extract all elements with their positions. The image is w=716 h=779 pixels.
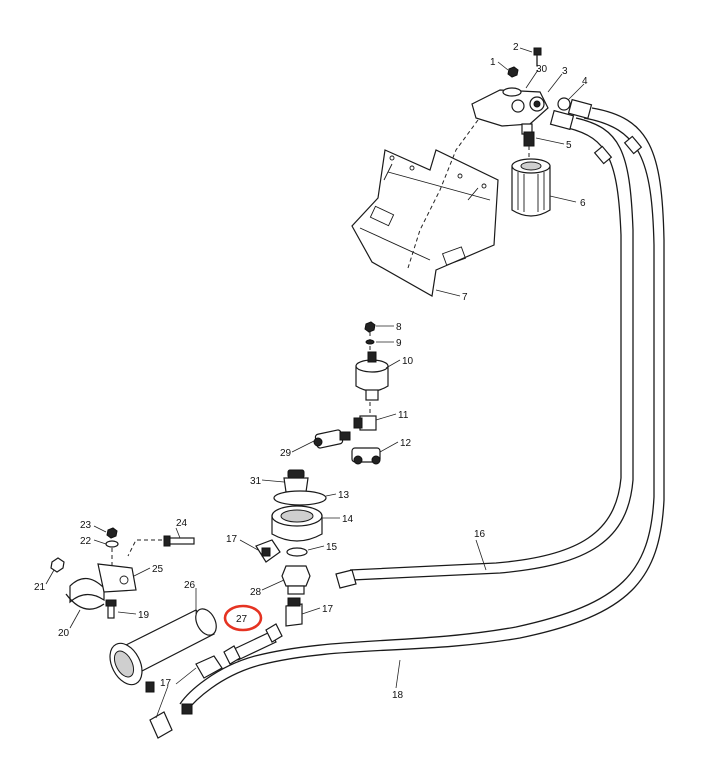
leader-lines	[45, 47, 585, 719]
hose-fittings-upper	[549, 98, 643, 165]
callout-25: 25	[152, 564, 164, 575]
callout-8: 8	[396, 322, 402, 333]
nut-23	[106, 527, 118, 539]
hose-16-end	[335, 569, 357, 589]
callout-10: 10	[402, 356, 414, 367]
callout-3: 3	[562, 66, 568, 77]
callout-12: 12	[400, 438, 412, 449]
callout-9: 9	[396, 338, 402, 349]
sender-10	[355, 351, 389, 401]
gasket-13	[273, 490, 327, 506]
elbow-17-top	[255, 539, 281, 563]
hose-16	[349, 117, 634, 581]
callout-18: 18	[392, 690, 404, 701]
tee-12	[351, 447, 381, 465]
nipple-5	[523, 131, 535, 160]
callout-26: 26	[184, 580, 196, 591]
tee-11	[353, 415, 377, 431]
cooler-26	[109, 608, 217, 693]
callout-17-c: 17	[160, 678, 172, 689]
callout-23: 23	[80, 520, 92, 531]
callout-22: 22	[80, 536, 92, 547]
callout-2: 2	[513, 42, 519, 53]
callout-27: 27	[236, 614, 248, 625]
adapter-31	[283, 469, 309, 493]
callout-7: 7	[462, 292, 468, 303]
o-ring-4	[557, 97, 571, 111]
clamp-20	[65, 577, 105, 610]
bracket-25	[97, 563, 137, 593]
highlight-circle-27	[223, 604, 263, 632]
elbow-17-mid	[285, 597, 303, 627]
oil-filter-6	[511, 158, 551, 217]
callout-24: 24	[176, 518, 188, 529]
callout-11: 11	[398, 410, 409, 421]
nut-1	[507, 66, 519, 78]
callout-16: 16	[474, 529, 486, 540]
callout-1: 1	[490, 57, 496, 68]
callout-19: 19	[138, 610, 150, 621]
callout-13: 13	[338, 490, 350, 501]
callout-28: 28	[250, 587, 262, 598]
callout-6: 6	[580, 198, 586, 209]
hose-18	[179, 107, 665, 713]
callout-14: 14	[342, 514, 354, 525]
callout-20: 20	[58, 628, 70, 639]
filter-adapter	[471, 87, 549, 135]
elbow-17-low	[149, 655, 223, 739]
nut-21	[50, 557, 65, 573]
callout-labels: 1 2 30 3 4 5 6 7 8 9 10 11 12 29 31 13 1…	[34, 42, 588, 701]
washer-22	[105, 540, 119, 548]
nut-8	[364, 321, 376, 333]
callout-30: 30	[536, 64, 548, 75]
callout-21: 21	[34, 582, 46, 593]
callout-15: 15	[326, 542, 338, 553]
bolt-19	[105, 599, 117, 619]
mount-bracket-7	[351, 149, 499, 297]
switch-29	[313, 429, 351, 449]
callout-17-a: 17	[226, 534, 238, 545]
assembly-line-top	[407, 119, 479, 269]
assembly-line-bolt24	[127, 539, 162, 557]
washer-9	[365, 339, 375, 345]
callout-29: 29	[280, 448, 292, 459]
callout-5: 5	[566, 140, 572, 151]
fitting-27	[223, 623, 283, 665]
callout-17-b: 17	[322, 604, 334, 615]
o-ring-15	[286, 547, 308, 557]
callout-31: 31	[250, 476, 262, 487]
filter-base-14	[271, 505, 323, 542]
bolt-24	[163, 535, 195, 547]
callout-4: 4	[582, 76, 588, 87]
fitting-28	[281, 565, 311, 595]
bolt-2	[533, 47, 542, 66]
